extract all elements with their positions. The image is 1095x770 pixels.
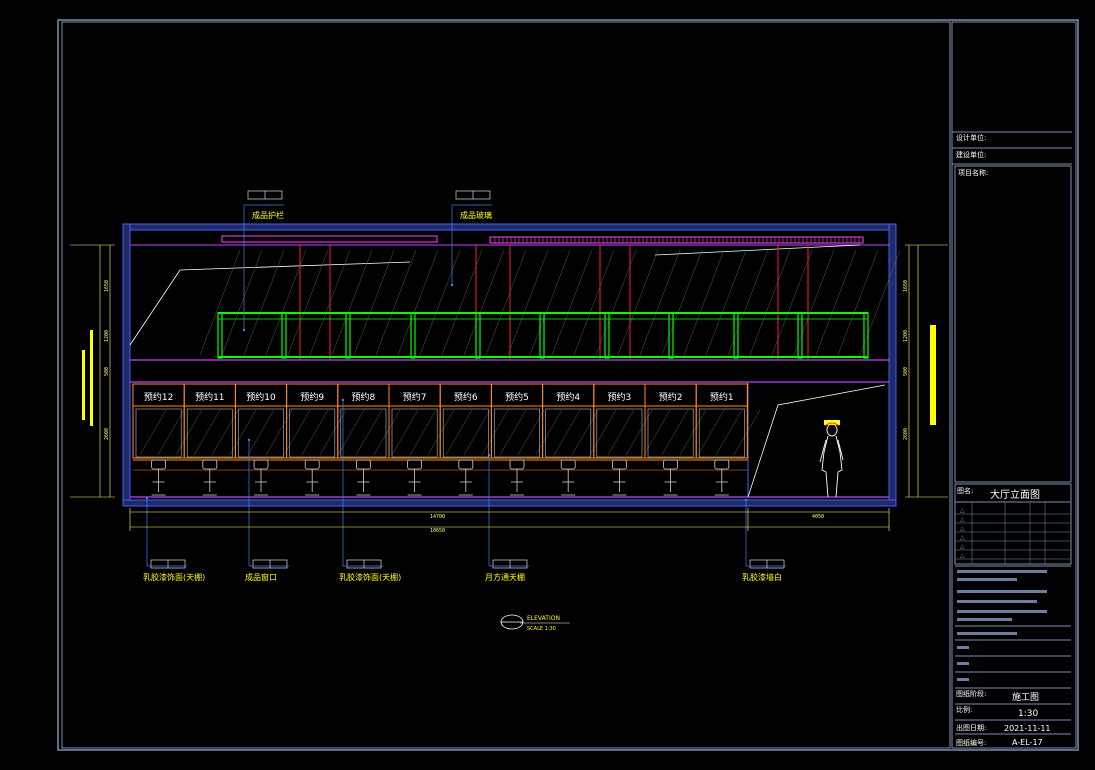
booth-label-8: 预约5 <box>505 391 529 403</box>
dim-right-2: 1200 <box>903 330 909 342</box>
sheet-frame <box>57 19 1079 751</box>
scale-label: 比例: <box>956 705 972 714</box>
railing-post-9 <box>733 312 739 359</box>
dim-bottom-right: 4050 <box>812 514 824 520</box>
booth-label-1: 预约12 <box>144 391 173 403</box>
svg-text:△: △ <box>960 525 965 532</box>
callout-label-t2: 成品玻璃 <box>460 210 492 220</box>
glass-railing <box>217 312 869 359</box>
scale-value: 1:30 <box>1018 709 1038 719</box>
columns <box>299 245 809 360</box>
svg-text:△: △ <box>960 516 965 523</box>
dim-left-4: 2600 <box>104 428 110 440</box>
drawing-frame <box>61 21 951 749</box>
dim-right-3: 500 <box>903 367 909 376</box>
dim-bottom-left: 10650 <box>430 528 445 534</box>
booth-cell-12 <box>695 383 748 459</box>
svg-text:△: △ <box>960 543 965 550</box>
project-name-label: 项目名称: <box>958 168 988 177</box>
elevation-title: ELEVATION SCALE 1:30 <box>500 614 570 632</box>
booth-label-12: 预约1 <box>710 391 734 403</box>
dim-left-1: 1650 <box>104 280 110 292</box>
railing-post-3 <box>345 312 351 359</box>
railing-post-10 <box>797 312 803 359</box>
right-note-bar <box>930 325 936 425</box>
stool-3 <box>253 459 269 496</box>
railing-post-1 <box>217 312 223 359</box>
callout-label-b4: 月方通天棚 <box>485 572 525 582</box>
railing-post-7 <box>604 312 610 359</box>
stool-2 <box>202 459 218 496</box>
dimensions: 14700 10650 4050 1650 1200 500 2600 1650… <box>70 244 948 534</box>
booth-label-6: 预约7 <box>403 391 427 403</box>
elevation-title-text: ELEVATION <box>527 615 560 622</box>
callout-label-b1: 乳胶漆饰面(天棚) <box>143 572 205 582</box>
elevation-scale-text: SCALE 1:30 <box>527 626 556 632</box>
stool-8 <box>509 459 525 496</box>
drawing-name-label: 图名: <box>957 486 973 495</box>
stage-value: 施工图 <box>1012 691 1039 703</box>
stage-label: 图纸阶段: <box>956 689 986 698</box>
booth-label-3: 预约10 <box>246 391 276 403</box>
stool-1 <box>151 459 167 496</box>
railing-post-11 <box>863 312 869 359</box>
svg-text:△: △ <box>960 534 965 541</box>
callout-label-b5: 乳胶漆墙白 <box>742 572 782 582</box>
railing-post-5 <box>475 312 481 359</box>
svg-text:△: △ <box>960 507 965 514</box>
railing-post-4 <box>410 312 416 359</box>
dim-left-2: 1200 <box>104 330 110 342</box>
booth-label-4: 预约9 <box>300 391 324 403</box>
number-label: 图纸编号: <box>956 738 986 747</box>
railing-post-8 <box>668 312 674 359</box>
number-value: A-EL-17 <box>1012 738 1043 747</box>
dim-right-1: 1650 <box>903 280 909 292</box>
left-note-bar-2 <box>90 330 93 426</box>
stool-row <box>151 459 730 496</box>
stool-7 <box>458 459 474 496</box>
person-silhouette <box>819 420 844 498</box>
dim-right-4: 2600 <box>903 428 909 440</box>
stool-6 <box>407 459 423 496</box>
drawing-name: 大厅立面图 <box>990 488 1040 501</box>
date-value: 2021-11-11 <box>1004 724 1051 733</box>
left-note-bar-1 <box>82 350 85 420</box>
stool-9 <box>560 459 576 496</box>
stool-11 <box>663 459 678 496</box>
stool-5 <box>355 459 371 496</box>
stool-12 <box>714 459 730 496</box>
booth-label-9: 预约4 <box>556 391 580 403</box>
booth-row: 预约12 预约11 预约10 预约9 预约8 预约7 预约6 预约5 预约4 预约3 预约2 预约1 <box>132 383 748 471</box>
booth-label-5: 预约8 <box>352 391 376 403</box>
title-block: △ △ △ △ △ △ 设计单位: 建设单位: 项目名称: 图名: 大厅立面图 图纸阶段:… <box>951 21 1077 749</box>
elevation-outline <box>122 223 897 507</box>
booth-label-2: 预约11 <box>195 391 224 403</box>
date-label: 出图日期: <box>956 723 986 732</box>
designer-label: 设计单位: <box>956 133 986 142</box>
dim-bottom-total: 14700 <box>430 514 445 520</box>
client-label: 建设单位: <box>956 150 986 159</box>
glass-hatch <box>139 249 901 456</box>
booth-label-10: 预约3 <box>608 391 632 403</box>
callout-label-b3: 乳胶漆饰面(天棚) <box>339 572 401 582</box>
booth-label-11: 预约2 <box>659 391 683 403</box>
booth-label-7: 预约6 <box>454 391 478 403</box>
stool-10 <box>612 459 627 496</box>
callout-label-t1: 成品护栏 <box>252 210 284 220</box>
railing-post-6 <box>539 312 545 359</box>
railing-post-2 <box>281 312 287 359</box>
dim-left-3: 500 <box>104 367 110 376</box>
svg-text:△: △ <box>960 552 965 559</box>
callout-label-b2: 成品窗口 <box>245 572 277 582</box>
stool-4 <box>304 459 320 496</box>
